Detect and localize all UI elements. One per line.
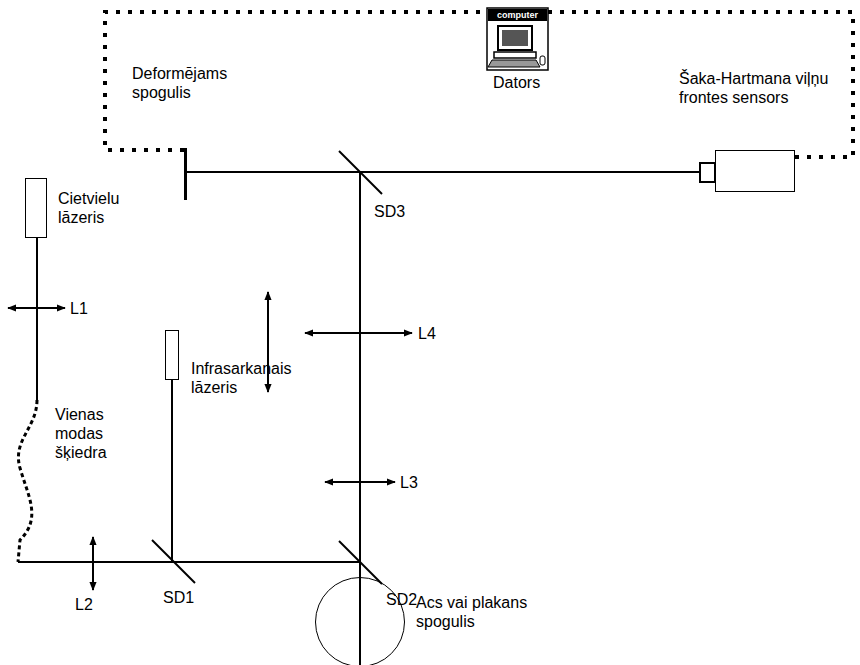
- component-label: L1: [70, 299, 88, 318]
- component-label: L4: [418, 324, 436, 343]
- component-label: L3: [400, 473, 418, 492]
- component-label: SD2: [386, 590, 417, 609]
- computer-icon: [487, 8, 548, 70]
- control-link: [105, 12, 487, 150]
- lens-symbol: [305, 332, 412, 334]
- beam-splitter: [152, 540, 195, 583]
- component-label: SD3: [374, 202, 405, 221]
- node-label: Acs vai plakans spogulis: [416, 593, 551, 631]
- node-label: Cietvielu lāzeris: [58, 189, 153, 227]
- keyboard: [488, 60, 540, 67]
- eye-circle: Acs vai plakans spogulis: [315, 577, 405, 665]
- component-label: SD1: [163, 588, 194, 607]
- beam-line: [18, 561, 360, 563]
- node-label: Deformējams spogulis: [132, 64, 250, 102]
- screen: [502, 30, 528, 46]
- sensor-lens: [700, 163, 715, 182]
- laser-box: Cietvielu lāzeris: [25, 178, 47, 238]
- component-label: L2: [75, 595, 93, 614]
- lens-symbol: [8, 307, 65, 309]
- beam-line: [36, 238, 38, 400]
- base: [494, 52, 536, 58]
- beam-line: [171, 380, 173, 562]
- component-label: Vienas modas šķiedra: [55, 405, 125, 463]
- monitor: [498, 26, 532, 50]
- lens-symbol: [92, 537, 94, 590]
- lens-symbol: [325, 481, 395, 483]
- icon-band: [488, 9, 547, 21]
- sensor-box: Šaka-Hartmana viļņu frontes sensors: [715, 150, 795, 192]
- control-link: [548, 12, 853, 157]
- mouse: [540, 56, 545, 65]
- node-label: Infrasarkanais lāzeris: [191, 359, 311, 397]
- laser-box: Infrasarkanais lāzeris: [165, 330, 179, 380]
- icon-frame: [487, 8, 548, 70]
- beam-line: [187, 171, 700, 173]
- deformable-mirror: Deformējams spogulis: [184, 148, 187, 200]
- node-label: Šaka-Hartmana viļņu frontes sensors: [679, 69, 849, 107]
- beam-splitter: [339, 151, 382, 194]
- node-label: Dators: [493, 73, 553, 92]
- fiber: [18, 400, 37, 562]
- beam-line: [359, 172, 361, 665]
- icon-caption: computer: [488, 9, 547, 21]
